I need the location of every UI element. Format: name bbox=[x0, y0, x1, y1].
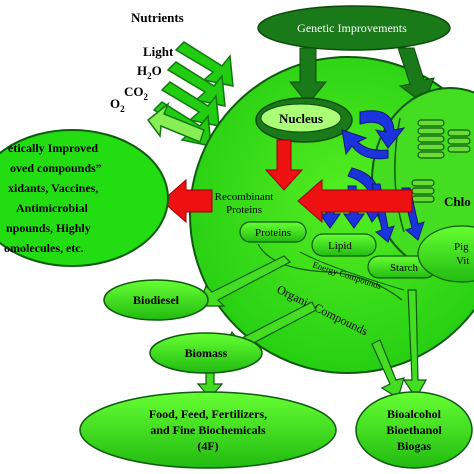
improved-line-1: etically Improved bbox=[8, 141, 98, 155]
improved-line-5: npounds, Highly bbox=[6, 221, 91, 235]
co2-label: CO2 bbox=[124, 84, 149, 102]
arrow-to-food bbox=[196, 371, 224, 399]
nucleus-inner bbox=[260, 103, 342, 133]
genetic-improvements-banner bbox=[257, 5, 451, 51]
biofuels-ellipse bbox=[355, 391, 473, 469]
biodiesel-label: Biodiesel bbox=[133, 293, 180, 307]
bioethanol-label: Bioethanol bbox=[386, 423, 442, 437]
improved-line-2: oved compounds” bbox=[10, 161, 102, 175]
arrow-to-biodiesel bbox=[197, 255, 291, 307]
banner-arrow-left bbox=[288, 47, 328, 105]
light-label: Light bbox=[143, 44, 174, 59]
biodiesel-ellipse bbox=[103, 279, 209, 321]
genetic-improvements-label: Genetic Improvements bbox=[297, 21, 407, 35]
improved-line-3: xidants, Vaccines, bbox=[8, 181, 98, 195]
biogas-label: Biogas bbox=[397, 439, 431, 453]
bioalcohol-label: Bioalcohol bbox=[387, 407, 442, 421]
biomass-label: Biomass bbox=[185, 346, 228, 360]
arrow-to-bio-2 bbox=[402, 289, 428, 400]
o2-arrow bbox=[146, 101, 205, 143]
improved-line-6: omolecules, etc. bbox=[4, 241, 84, 255]
thylakoid-stack bbox=[411, 119, 471, 203]
pigments-pill bbox=[417, 225, 474, 283]
food-label-3: (4F) bbox=[197, 439, 218, 453]
blue-arc-arrow-mid bbox=[341, 129, 389, 160]
improved-compounds-ellipse bbox=[0, 129, 169, 267]
biomass-ellipse bbox=[149, 332, 263, 374]
recombinant-label-2: Proteins bbox=[226, 204, 262, 216]
starch-label: Starch bbox=[390, 262, 419, 274]
nucleus-label: Nucleus bbox=[279, 111, 323, 126]
proteins-pill bbox=[239, 221, 307, 243]
compounds-brace bbox=[257, 243, 403, 301]
chloroplast-label: Chlo bbox=[444, 194, 471, 209]
red-output-arrow bbox=[161, 178, 213, 224]
o2-label: O2 bbox=[110, 96, 125, 114]
red-horizontal-arrow bbox=[297, 178, 413, 224]
nucleus-down-arrow bbox=[264, 139, 304, 191]
lipid-label: Lipid bbox=[328, 240, 352, 252]
pigments-label-2: Vit bbox=[456, 255, 469, 267]
arrow-to-bio-1 bbox=[371, 339, 405, 399]
blue-arc-arrow-top bbox=[359, 110, 406, 149]
energy-brace bbox=[299, 251, 405, 291]
h2o-label: H2O bbox=[137, 63, 162, 81]
nutrients-label: Nutrients bbox=[131, 10, 184, 25]
food-label-1: Food, Feed, Fertilizers, bbox=[149, 407, 267, 421]
lipid-pill bbox=[311, 233, 377, 257]
improved-line-4: Antimicrobial bbox=[16, 201, 88, 215]
food-feed-ellipse bbox=[79, 391, 337, 469]
proteins-label: Proteins bbox=[255, 227, 291, 239]
recombinant-label-1: Recombinant bbox=[215, 191, 274, 203]
input-arrows bbox=[146, 41, 234, 147]
food-label-2: and Fine Biochemicals bbox=[150, 423, 266, 437]
pigments-label-1: Pig bbox=[454, 241, 469, 253]
